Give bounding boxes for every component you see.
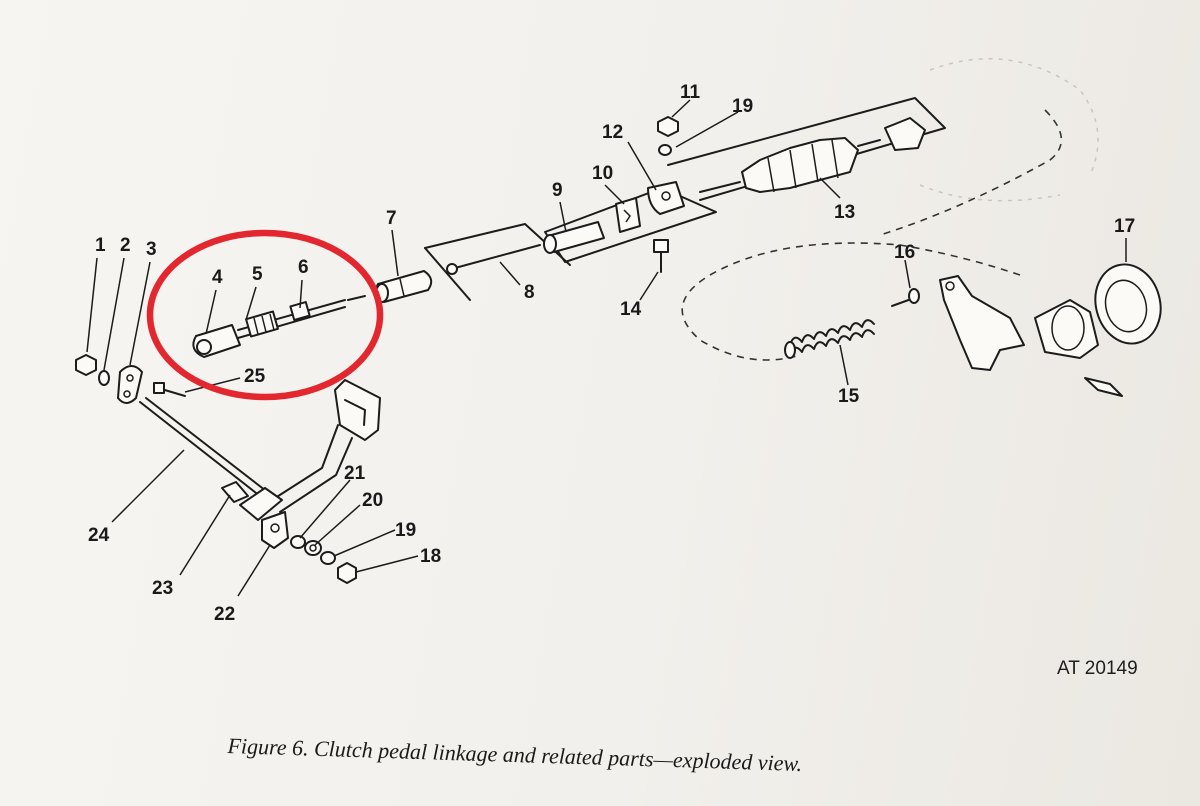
clutch-pedal (139, 379, 381, 549)
callout-1: 1 (95, 235, 106, 256)
release-fork-bearing (939, 263, 1162, 397)
highlight-circle (146, 229, 384, 401)
callout-7: 7 (386, 208, 397, 229)
clevis-sleeve (375, 270, 433, 303)
clutch-boot (699, 117, 926, 193)
callout-18: 18 (420, 546, 441, 567)
callout-19-pedal: 19 (395, 520, 416, 541)
callout-11: 11 (680, 82, 701, 103)
small-parts-left (75, 354, 186, 404)
callout-25: 25 (244, 366, 266, 387)
callout-22: 22 (214, 604, 235, 625)
figure-reference-code: AT 20149 (1057, 658, 1138, 679)
pushrod (446, 244, 541, 275)
callout-13: 13 (834, 202, 855, 223)
callout-20: 20 (362, 490, 383, 511)
callout-16: 16 (894, 242, 915, 263)
dashed-assembly-outline (681, 109, 1063, 361)
callout-2: 2 (120, 235, 131, 256)
callout-12: 12 (602, 122, 623, 143)
pedal-hardware (290, 535, 357, 584)
center-parts (543, 116, 685, 273)
callout-3: 3 (146, 239, 157, 260)
callout-5: 5 (252, 264, 263, 285)
callout-14: 14 (620, 299, 642, 320)
callout-19-upper: 19 (732, 96, 753, 117)
clutch-spring (784, 288, 920, 359)
callout-21: 21 (344, 463, 366, 484)
callout-24: 24 (88, 525, 110, 546)
callout-4: 4 (212, 267, 223, 288)
clevis-rod-assembly (192, 295, 366, 358)
callout-17: 17 (1114, 216, 1135, 237)
callout-6: 6 (298, 257, 309, 278)
callout-15: 15 (838, 386, 860, 407)
faint-background-outline (919, 58, 1099, 202)
leader-lines (86, 99, 1127, 597)
callout-8: 8 (524, 282, 535, 303)
callout-9: 9 (552, 180, 563, 201)
callout-23: 23 (152, 578, 173, 599)
callout-10: 10 (592, 163, 613, 184)
callout-labels: 1 2 3 4 5 6 7 8 9 10 11 12 13 14 15 16 1… (88, 82, 1135, 625)
